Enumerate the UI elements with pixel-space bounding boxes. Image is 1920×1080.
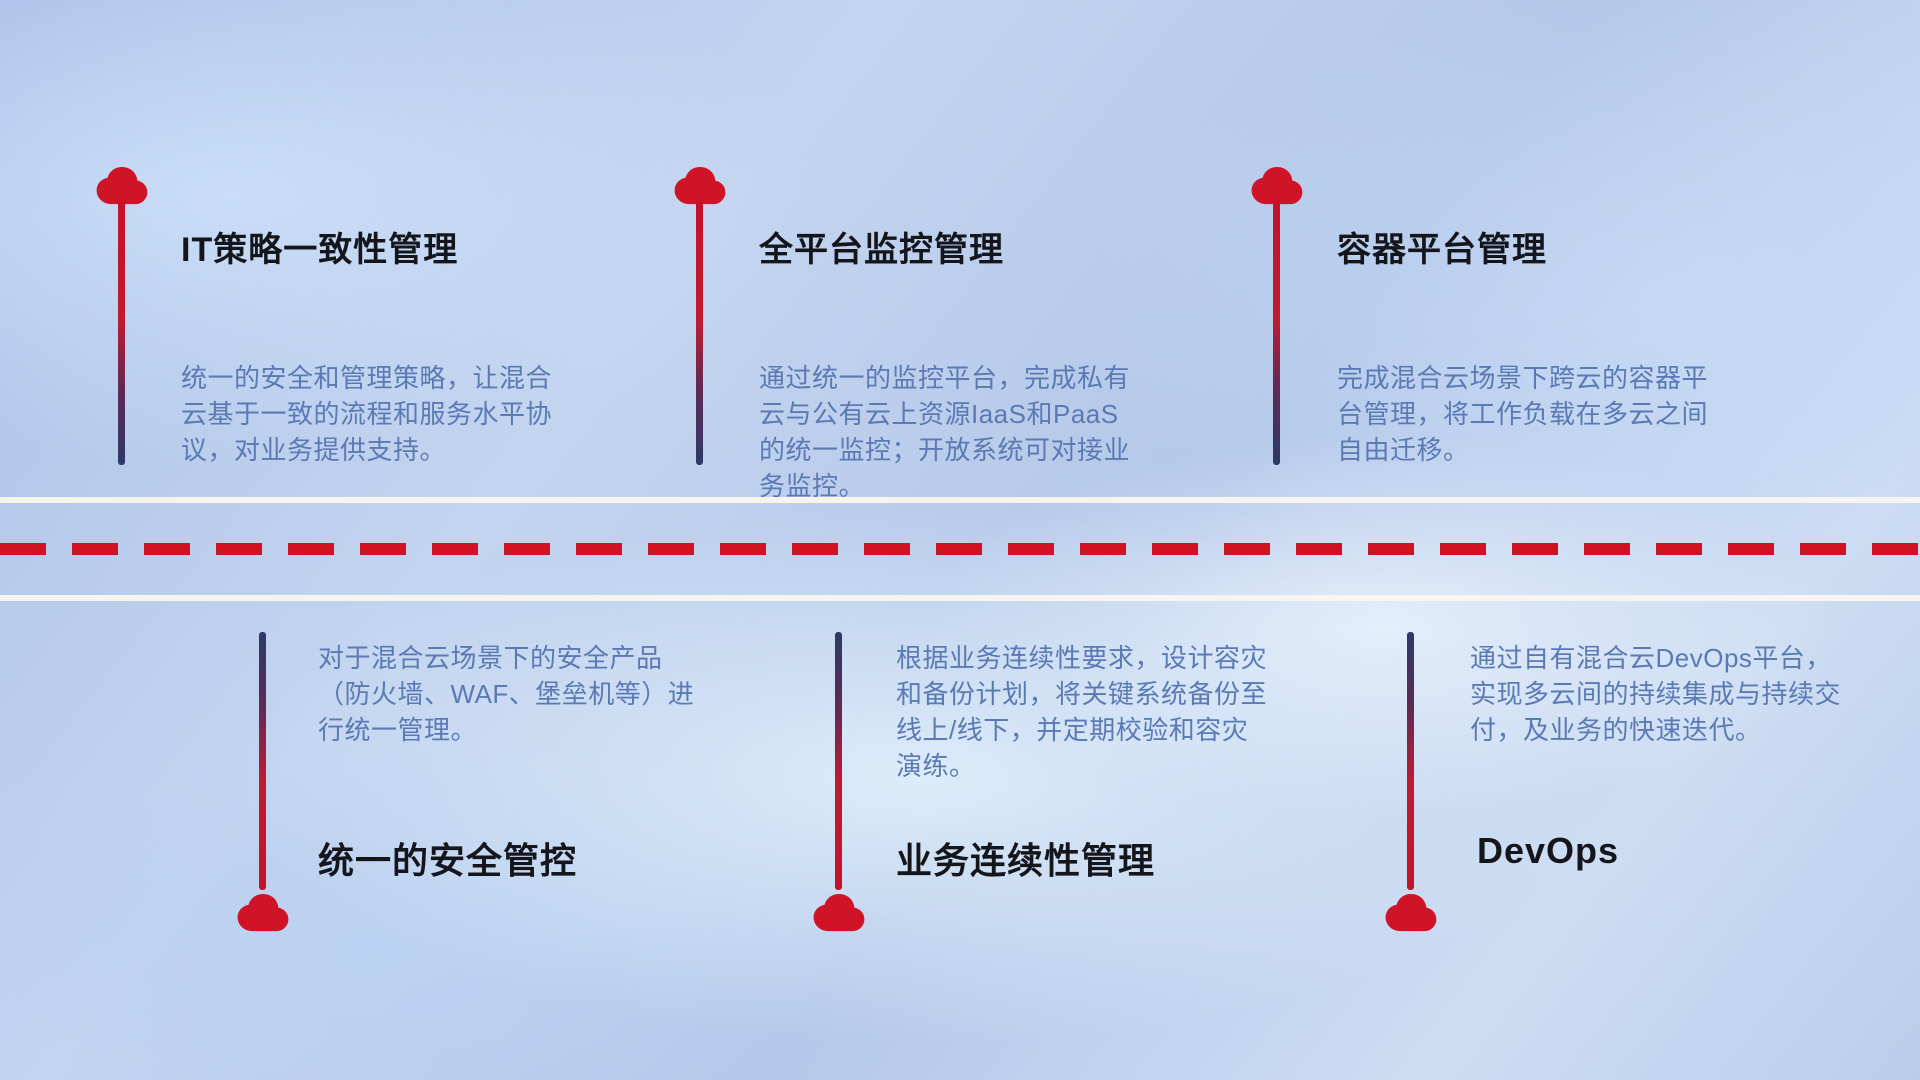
capability-title: 全平台监控管理: [759, 231, 1004, 269]
capability-title: 业务连续性管理: [896, 840, 1156, 881]
connector-line: [696, 200, 703, 465]
capability-description: 对于混合云场景下的安全产品（防火墙、WAF、堡垒机等）进行统一管理。: [318, 643, 695, 745]
connector-line: [835, 632, 842, 890]
road-edge-line-top: [0, 497, 1920, 503]
cloud-icon: [234, 893, 292, 933]
cloud-icon: [1248, 166, 1306, 206]
cloud-icon: [93, 166, 151, 206]
capability-description: 完成混合云场景下跨云的容器平台管理，将工作负载在多云之间自由迁移。: [1337, 363, 1709, 465]
connector-line: [1407, 632, 1414, 890]
capability-title: 统一的安全管控: [318, 840, 578, 881]
road-center-dashline: [0, 543, 1920, 555]
connector-line: [259, 632, 266, 890]
capability-title: IT策略一致性管理: [181, 231, 459, 269]
capability-description: 统一的安全和管理策略，让混合云基于一致的流程和服务水平协议，对业务提供支持。: [181, 363, 553, 465]
capability-description: 通过统一的监控平台，完成私有云与公有云上资源IaaS和PaaS的统一监控；开放系…: [759, 363, 1131, 501]
cloud-icon: [671, 166, 729, 206]
capability-description: 根据业务连续性要求，设计容灾和备份计划，将关键系统备份至线上/线下，并定期校验和…: [896, 643, 1268, 781]
connector-line: [118, 200, 125, 465]
road-edge-line-bottom: [0, 595, 1920, 601]
cloud-icon: [810, 893, 868, 933]
capability-title: DevOps: [1477, 830, 1620, 871]
capability-title: 容器平台管理: [1337, 231, 1547, 269]
cloud-icon: [1382, 893, 1440, 933]
connector-line: [1273, 200, 1280, 465]
capability-description: 通过自有混合云DevOps平台，实现多云间的持续集成与持续交付，及业务的快速迭代…: [1470, 643, 1842, 745]
